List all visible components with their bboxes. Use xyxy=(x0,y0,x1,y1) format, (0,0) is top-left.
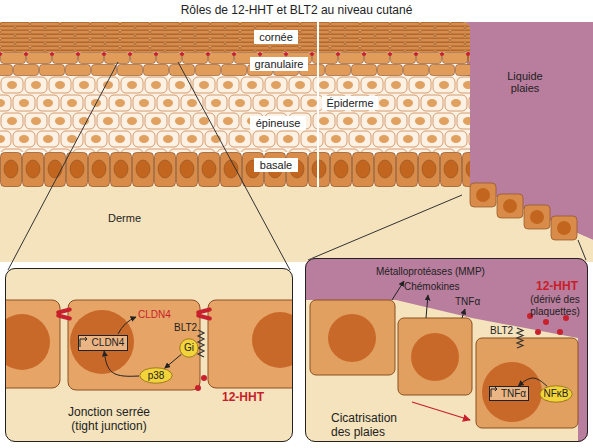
promoter-symbol xyxy=(80,337,87,347)
wound-fluid xyxy=(466,22,593,240)
annotation-label: BLT2 xyxy=(174,322,197,334)
annotation-label: 12-HHT xyxy=(536,280,578,292)
node-text: épineuse xyxy=(256,116,301,130)
secretion-arrow xyxy=(426,295,428,318)
protein-node: NFκB xyxy=(539,385,573,403)
protein-node: Gi xyxy=(179,338,199,358)
cell-nucleus xyxy=(503,199,517,213)
signal-arrow xyxy=(104,351,139,376)
node-text: basale xyxy=(260,158,292,172)
cell-nucleus xyxy=(328,314,376,362)
divider-line xyxy=(317,22,319,187)
gene-box: TNFα xyxy=(489,386,529,401)
layer-label: basale xyxy=(254,158,298,172)
annotation-label: Chémokines xyxy=(404,281,460,293)
signal-arrow xyxy=(518,378,547,386)
protein-node: p38 xyxy=(139,367,173,384)
cell-nucleus xyxy=(482,362,542,422)
ligand-dot xyxy=(201,375,207,381)
secretion-arrow xyxy=(392,281,404,300)
cell-nucleus xyxy=(252,312,293,368)
cell-body xyxy=(208,300,293,388)
basal-cell xyxy=(497,194,523,218)
annotation-label: Derme xyxy=(108,212,141,224)
annotation-label: CLDN4 xyxy=(138,309,171,321)
basal-cell xyxy=(551,216,577,240)
node-text: Cicatrisation des plaies xyxy=(331,411,415,439)
expression-arrow xyxy=(118,317,136,334)
spinous-layer xyxy=(0,76,470,152)
granular-layer xyxy=(0,52,470,76)
annotation-label: Liquide plaies xyxy=(497,70,553,94)
zoom-line xyxy=(578,240,586,260)
annotation-label: Métalloprotéases (MMP) xyxy=(376,266,485,278)
annotation-label: BLT2 xyxy=(490,325,513,337)
inset-panel: Jonction serrée (tight junction)CLDN4Gip… xyxy=(5,268,293,442)
cell-nucleus xyxy=(476,188,490,202)
annotation-label: TNFα xyxy=(455,296,480,308)
layer-label: cornée xyxy=(254,30,298,44)
cell-nucleus xyxy=(411,333,459,381)
cell-body xyxy=(476,338,578,428)
migration-arrow xyxy=(412,402,470,420)
cell-body xyxy=(5,300,60,388)
basal-cell xyxy=(524,205,550,229)
ligand-dot xyxy=(543,319,549,325)
ligand-dot xyxy=(195,385,201,391)
inset-background xyxy=(305,258,588,442)
layer-label: Épiderme xyxy=(322,96,378,110)
wound-fluid xyxy=(305,258,588,442)
basal-layer xyxy=(0,152,470,187)
protein-ellipse xyxy=(140,368,172,383)
node-text: p38 xyxy=(148,370,165,382)
cell-body xyxy=(310,300,395,375)
zoom-line xyxy=(308,195,462,260)
cell-nucleus xyxy=(5,314,50,370)
cell-nucleus xyxy=(530,210,544,224)
corneum-layer xyxy=(0,22,470,52)
protein-ellipse xyxy=(540,386,572,402)
receptor-symbol xyxy=(198,330,204,357)
node-text: NFκB xyxy=(544,388,569,400)
secretion-arrow xyxy=(462,309,465,318)
zoom-line xyxy=(8,62,118,270)
protein-ellipse xyxy=(180,339,198,357)
corneum-layer xyxy=(0,22,470,52)
tight-junction xyxy=(196,313,212,321)
promoter-symbol xyxy=(491,387,497,397)
signal-arrow xyxy=(165,354,182,368)
node-text: cornée xyxy=(259,30,293,44)
node-text: CLDN4 xyxy=(92,337,125,349)
layer-label: épineuse xyxy=(250,116,306,130)
receptor-symbol xyxy=(517,328,523,348)
node-text: Jonction serrée (tight junction) xyxy=(59,405,159,433)
ligand-dot xyxy=(535,329,541,335)
spinous-layer xyxy=(0,76,470,152)
cell-body xyxy=(68,300,200,390)
gene-box: CLDN4 xyxy=(78,335,128,351)
cell-nucleus xyxy=(70,310,134,374)
cell-body xyxy=(398,318,472,395)
annotation-label: 12-HHT xyxy=(222,391,264,403)
basal-cell xyxy=(470,183,496,207)
dermis-band xyxy=(0,185,593,262)
tight-junction xyxy=(56,313,72,321)
node-text: Gi xyxy=(184,342,194,354)
node-text: TNFα xyxy=(501,388,526,400)
node-text: Épiderme xyxy=(326,96,373,110)
node-text: granulaire xyxy=(255,57,304,71)
cell-nucleus xyxy=(557,221,571,235)
annotation-label: (dérivé des plaquettes) xyxy=(524,294,586,318)
layer-label: granulaire xyxy=(250,57,308,71)
diagram-title: Rôles de 12-HHT et BLT2 au niveau cutané xyxy=(0,3,593,17)
ligand-dot xyxy=(557,329,563,335)
